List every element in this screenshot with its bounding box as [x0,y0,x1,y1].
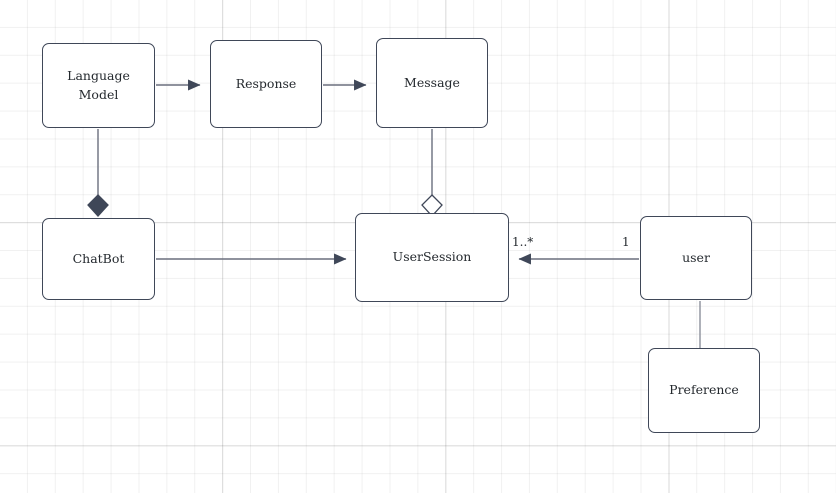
node-usersession[interactable]: UserSession [355,213,509,302]
node-language-model-label: Language Model [67,68,130,102]
node-response[interactable]: Response [210,40,322,128]
edge-message-to-usersession [421,129,443,217]
multiplicity-label-user: 1 [622,235,630,249]
node-preference-label: Preference [669,382,739,398]
node-chatbot[interactable]: ChatBot [42,218,155,300]
edge-language-model-to-chatbot [87,129,109,217]
node-preference[interactable]: Preference [648,348,760,433]
node-usersession-label: UserSession [392,249,472,265]
node-language-model[interactable]: Language Model [42,43,155,128]
node-response-label: Response [235,75,297,91]
multiplicity-label-usersession: 1..* [512,235,534,249]
node-user[interactable]: user [640,216,752,300]
node-chatbot-label: ChatBot [72,250,125,266]
node-message-label: Message [404,74,460,90]
node-message[interactable]: Message [376,38,488,128]
composition-diamond-icon [87,194,109,217]
node-user-label: user [682,249,710,265]
